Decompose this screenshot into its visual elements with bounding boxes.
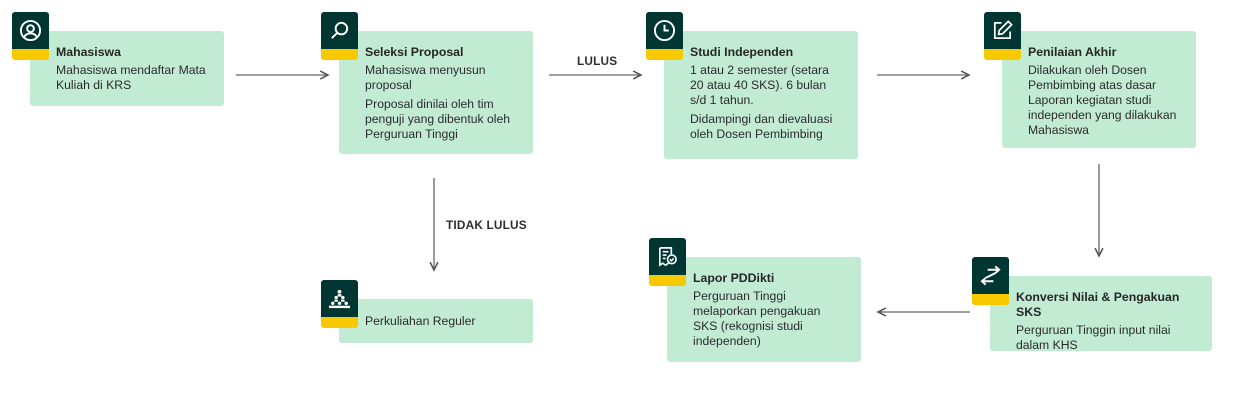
step-description: Perguruan Tinggin input nilai dalam KHS bbox=[1016, 323, 1171, 352]
step-title: Mahasiswa bbox=[56, 45, 121, 59]
step-title: Studi Independen bbox=[690, 45, 794, 59]
step-perkuliahan-reguler: Perkuliahan Reguler bbox=[339, 299, 533, 343]
step-description: Proposal dinilai oleh tim penguji yang d… bbox=[365, 97, 511, 141]
edit-icon bbox=[984, 12, 1021, 60]
step-title: Lapor PDDikti bbox=[693, 271, 775, 285]
report-check-icon bbox=[649, 238, 686, 286]
step-konversi-nilai: Konversi Nilai & Pengakuan SKS Perguruan… bbox=[990, 276, 1212, 352]
step-title: Seleksi Proposal bbox=[365, 45, 464, 59]
step-description: Mahasiswa menyusun proposal bbox=[365, 63, 486, 92]
step-description: 1 atau 2 semester (setara 20 atau 40 SKS… bbox=[690, 63, 829, 107]
step-title: Penilaian Akhir bbox=[1028, 45, 1117, 59]
label-tidak-lulus: TIDAK LULUS bbox=[446, 218, 527, 232]
user-circle-icon bbox=[12, 12, 49, 60]
step-lapor-pddikti: Lapor PDDikti Perguruan Tinggi melaporka… bbox=[667, 257, 861, 362]
step-title: Konversi Nilai & Pengakuan SKS bbox=[1016, 290, 1180, 319]
clock-icon bbox=[646, 12, 683, 60]
exchange-icon bbox=[972, 257, 1009, 305]
search-icon bbox=[321, 12, 358, 60]
step-seleksi-proposal: Seleksi Proposal Mahasiswa menyusun prop… bbox=[339, 31, 533, 154]
label-lulus: LULUS bbox=[577, 54, 618, 68]
step-studi-independen: Studi Independen 1 atau 2 semester (seta… bbox=[664, 31, 858, 159]
step-description: Perkuliahan Reguler bbox=[365, 314, 476, 328]
step-penilaian-akhir: Penilaian Akhir Dilakukan oleh Dosen Pem… bbox=[1002, 31, 1196, 148]
step-mahasiswa: Mahasiswa Mahasiswa mendaftar Mata Kulia… bbox=[30, 31, 224, 106]
step-description: Didampingi dan dievaluasi oleh Dosen Pem… bbox=[690, 112, 833, 141]
group-pyramid-icon bbox=[321, 280, 358, 328]
step-description: Perguruan Tinggi melaporkan pengakuan SK… bbox=[693, 289, 821, 348]
step-description: Mahasiswa mendaftar Mata Kuliah di KRS bbox=[56, 63, 206, 92]
step-description: Dilakukan oleh Dosen Pembimbing atas das… bbox=[1028, 63, 1177, 137]
